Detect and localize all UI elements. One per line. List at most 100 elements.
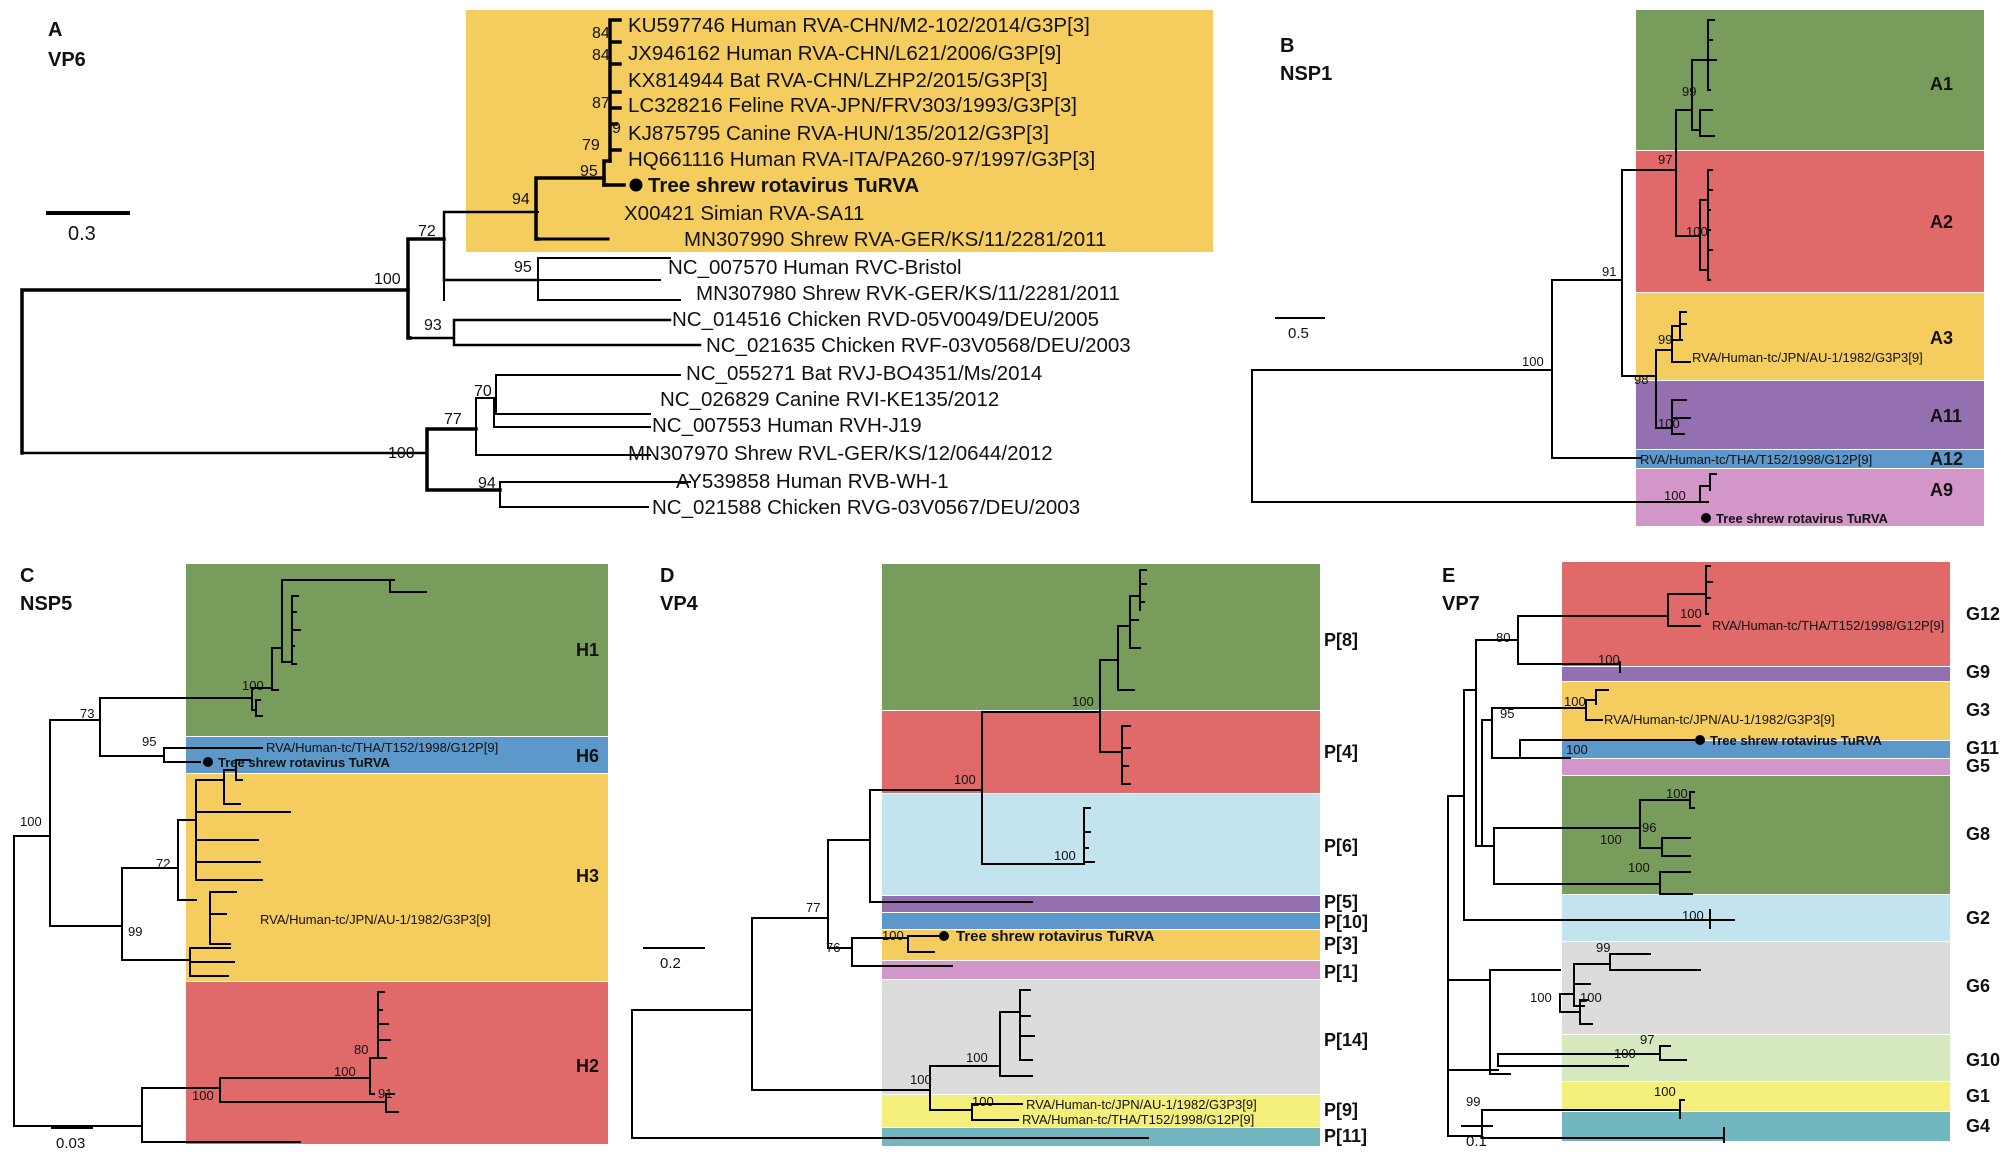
panel-c: C NSP5 0.03 H1 H6 H3 H2 [13, 564, 608, 1152]
support-value: 100 [242, 678, 264, 693]
clade-box-h2 [186, 982, 608, 1144]
clade-box-g3 [1562, 682, 1950, 740]
clade-label: P[1] [1324, 962, 1358, 982]
tip-label: NC_021588 Chicken RVG-03V0567/DEU/2003 [652, 496, 1080, 519]
support-value: 79 [582, 137, 600, 154]
support-value: 100 [1530, 990, 1552, 1005]
support-value: 100 [1686, 224, 1708, 239]
support-value: 80 [354, 1042, 368, 1057]
clade-label: G1 [1966, 1086, 1990, 1106]
support-value: 98 [1634, 372, 1648, 387]
support-value: 100 [1566, 742, 1588, 757]
clade-box-g11 [1562, 741, 1950, 758]
clade-label: G9 [1966, 662, 1990, 682]
clade-label: G10 [1966, 1050, 2000, 1070]
tree-shrew-marker-icon [1695, 735, 1705, 745]
tree-e [1447, 565, 1735, 1143]
support-value: 100 [1664, 488, 1686, 503]
clade-box-p14 [882, 980, 1320, 1094]
clade-box-a12 [1636, 450, 1984, 468]
tip-label: AY539858 Human RVB-WH-1 [676, 470, 949, 493]
clade-label: A11 [1930, 406, 1962, 426]
support-value: 93 [424, 317, 442, 334]
tree-c [13, 579, 427, 1143]
support-value: 99 [1596, 940, 1610, 955]
tree-b [1251, 19, 1717, 503]
clade-box-g4 [1562, 1112, 1950, 1141]
tip-label: JX946162 Human RVA-CHN/L621/2006/G3P[9] [628, 42, 1061, 65]
panel-b-gene: NSP1 [1280, 63, 1332, 85]
support-value: 100 [20, 814, 42, 829]
scale-bar-label: 0.03 [56, 1135, 85, 1152]
tip-label-turva: Tree shrew rotavirus TuRVA [1710, 733, 1883, 748]
panel-e-letter: E [1442, 565, 1455, 587]
clade-label: P[4] [1324, 742, 1358, 762]
clade-box-p5 [882, 896, 1320, 912]
panel-a-letter: A [48, 19, 62, 41]
support-value: 100 [882, 928, 904, 943]
clade-label: H2 [576, 1056, 599, 1076]
tip-label: RVA/Human-tc/JPN/AU-1/1982/G3P3[9] [1604, 712, 1835, 727]
tip-label: KU597746 Human RVA-CHN/M2-102/2014/G3P[3… [628, 14, 1090, 37]
support-value: 100 [1600, 832, 1622, 847]
support-value: 95 [1500, 706, 1514, 721]
panel-d-gene: VP4 [660, 593, 699, 615]
clade-label: A9 [1930, 480, 1953, 500]
tip-label: RVA/Human-tc/THA/T152/1998/G12P[9] [1022, 1112, 1254, 1127]
clade-label: P[6] [1324, 836, 1358, 856]
tip-label: MN307990 Shrew RVA-GER/KS/11/2281/2011 [684, 228, 1106, 251]
tip-label: RVA/Human-tc/THA/T152/1998/G12P[9] [266, 740, 498, 755]
clade-box-a1 [1636, 10, 1984, 150]
tip-label-turva: Tree shrew rotavirus TuRVA [648, 174, 919, 197]
panel-a: A VP6 0.3 [20, 10, 1213, 519]
support-value: 72 [418, 223, 436, 240]
clade-box-h1 [186, 564, 608, 736]
support-value: 100 [1658, 416, 1680, 431]
support-value: 100 [1054, 848, 1076, 863]
clade-box-g5 [1562, 759, 1950, 775]
clade-label: G6 [1966, 976, 1990, 996]
tip-label: KX814944 Bat RVA-CHN/LZHP2/2015/G3P[3] [628, 69, 1048, 92]
tip-label-turva: Tree shrew rotavirus TuRVA [218, 755, 391, 770]
tree-a [20, 18, 702, 508]
clade-box-p6 [882, 794, 1320, 895]
clade-label: A2 [1930, 212, 1953, 232]
clade-label: A12 [1930, 449, 1963, 469]
tip-label: NC_055271 Bat RVJ-BO4351/Ms/2014 [686, 362, 1042, 385]
tree-shrew-marker-icon [1701, 513, 1711, 523]
clade-label: P[11] [1324, 1126, 1367, 1146]
support-value: 100 [1680, 606, 1702, 621]
support-value: 100 [1522, 354, 1544, 369]
clade-label: P[10] [1324, 912, 1368, 932]
tree-d [631, 569, 1149, 1139]
clade-box-g12 [1562, 562, 1950, 666]
support-value: 91 [1602, 264, 1616, 279]
panel-c-letter: C [20, 565, 34, 587]
support-value: 100 [1628, 860, 1650, 875]
panel-c-gene: NSP5 [20, 593, 72, 615]
tip-label: MN307970 Shrew RVL-GER/KS/12/0644/2012 [628, 442, 1053, 465]
support-value: 70 [474, 383, 492, 400]
support-value: 87 [592, 95, 610, 112]
support-value: 100 [966, 1050, 988, 1065]
tip-label: NC_007570 Human RVC-Bristol [668, 256, 962, 279]
support-value: 100 [1666, 786, 1688, 801]
panel-d: D VP4 0.2 P[8] P[4] P[6] P[5] P[10] P[3]… [631, 564, 1368, 1146]
tip-label: NC_021635 Chicken RVF-03V0568/DEU/2003 [706, 334, 1131, 357]
scale-bar-label: 0.2 [660, 955, 681, 972]
panel-b-letter: B [1280, 35, 1294, 57]
support-value: 99 [1682, 84, 1696, 99]
support-value: 100 [334, 1064, 356, 1079]
support-value: 100 [374, 271, 401, 288]
tip-label: RVA/Human-tc/JPN/AU-1/1982/G3P3[9] [1026, 1097, 1257, 1112]
clade-label: A3 [1930, 328, 1953, 348]
clade-label: P[14] [1324, 1030, 1368, 1050]
clade-box-a2 [1636, 151, 1984, 292]
support-value: 77 [806, 900, 820, 915]
support-value: 96 [1642, 820, 1656, 835]
clade-label: G3 [1966, 700, 1990, 720]
tip-label: LC328216 Feline RVA-JPN/FRV303/1993/G3P[… [628, 94, 1077, 117]
support-value: 97 [1640, 1032, 1654, 1047]
support-value: 97 [1658, 152, 1672, 167]
